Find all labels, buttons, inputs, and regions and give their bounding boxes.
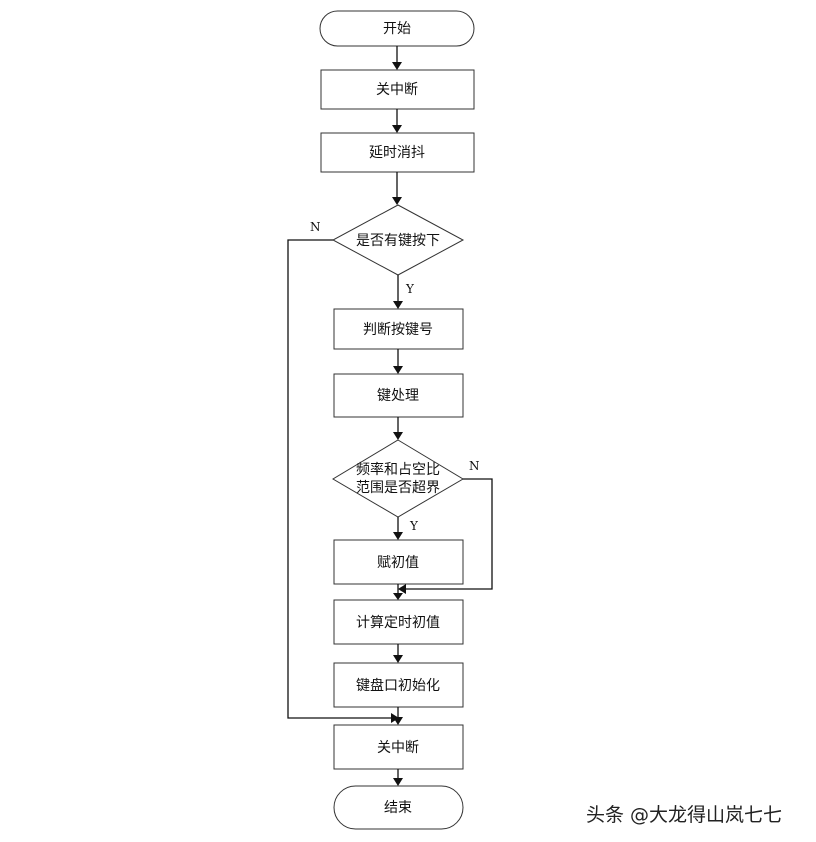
edge-processing-to-range-decision [393,417,403,440]
edge-compute-to-keyboard-init [393,644,403,663]
compute-timer-initial-value-box: 计算定时初值 [333,599,464,645]
key-pressed-no-label: N [310,220,321,234]
edge-key-decision-yes: Y [393,275,415,309]
assign-initial-value-label: 赋初值 [377,554,419,571]
arrowhead [393,717,403,725]
range-check-label-line1: 频率和占空比 [356,461,440,478]
key-pressed-decision-label: 是否有键按下 [356,233,440,249]
range-check-no-label: N [469,459,480,473]
edge-key-number-to-processing [393,349,403,374]
arrowhead [393,432,403,440]
edge-disable-interrupt-to-end [393,769,403,786]
range-check-yes-label: Y [409,519,419,533]
end-node: 结束 [333,785,464,830]
arrowhead [393,655,403,663]
end-node-label: 结束 [384,800,412,816]
debounce-delay-label: 延时消抖 [369,145,425,161]
range-check-label-line2: 范围是否超界 [356,479,440,496]
key-pressed-decision: 是否有键按下 [331,204,465,276]
arrowhead [393,366,403,374]
edge-range-decision-yes: Y [393,517,419,540]
arrowhead [392,62,402,70]
determine-key-number-label: 判断按键号 [363,322,433,338]
debounce-delay-box: 延时消抖 [320,132,475,173]
start-node-label: 开始 [383,21,411,37]
key-pressed-yes-label: Y [405,282,415,296]
compute-timer-initial-value-label: 计算定时初值 [356,614,440,631]
arrowhead [393,301,403,309]
assign-initial-value-box: 赋初值 [333,539,464,585]
edge-keyboard-init-to-disable-interrupt [393,707,403,725]
edge-debounce-to-key-decision [392,172,402,205]
key-processing-label: 键处理 [377,388,419,404]
disable-interrupt-label-2: 关中断 [377,740,419,756]
edge-start-to-disable-interrupt [392,46,402,70]
key-processing-box: 键处理 [333,373,464,418]
start-node: 开始 [319,10,475,47]
disable-interrupt-label-1: 关中断 [376,82,418,98]
arrowhead [398,584,406,594]
arrowhead [392,125,402,133]
edge-disable-interrupt-to-debounce [392,109,402,133]
arrowhead [393,532,403,540]
arrowhead [392,197,402,205]
arrowhead [393,778,403,786]
arrowhead [393,593,403,600]
keyboard-port-init-label: 键盘口初始化 [356,677,440,694]
keyboard-port-init-box: 键盘口初始化 [333,662,464,708]
edge-assign-to-compute [393,584,403,600]
range-check-decision: 频率和占空比 范围是否超界 [332,439,464,518]
disable-interrupt-box-2: 关中断 [333,724,464,770]
watermark-text: 头条 @大龙得山岚七七 [586,804,783,826]
edge-range-decision-no: N [398,459,493,594]
determine-key-number-box: 判断按键号 [333,308,464,350]
disable-interrupt-box-1: 关中断 [320,69,475,110]
